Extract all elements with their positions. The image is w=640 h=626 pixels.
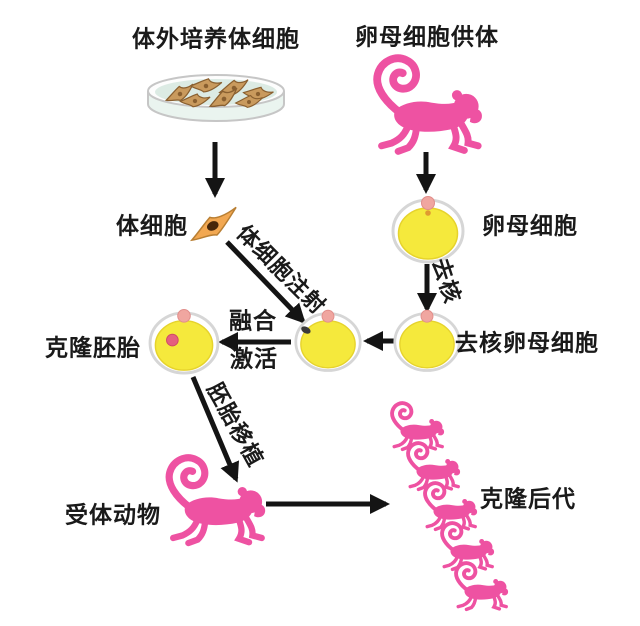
title-oocyte-donor: 卵母细胞供体 [355,23,499,50]
offspring-monkey-icon [454,561,511,612]
label-oocyte: 卵母细胞 [482,212,578,239]
somatic-cell-icon [189,206,237,242]
process-arrows [190,142,437,514]
clone-embryo-icon [148,308,220,375]
donor-monkey-icon [377,58,482,151]
petri-dish-icon [147,74,285,122]
title-cultured-somatic-cells: 体外培养体细胞 [132,25,300,52]
label-enucleated-oocyte: 去核卵母细胞 [455,329,599,356]
arrow-embryo-transfer [190,376,239,483]
label-clone-embryo: 克隆胚胎 [45,334,141,361]
label-fusion: 融合 [229,307,277,334]
arrow-somatic-cell-injection [225,240,306,324]
label-somatic-cell: 体细胞 [116,212,188,239]
enucleated-oocyte-icon [393,308,461,372]
label-activation: 激活 [230,345,278,372]
label-recipient-animal: 受体动物 [65,501,161,528]
recipient-monkey-icon [169,458,265,543]
label-clone-offspring: 克隆后代 [480,485,576,512]
injected-oocyte-icon [294,308,362,372]
oocyte-icon [391,195,465,264]
